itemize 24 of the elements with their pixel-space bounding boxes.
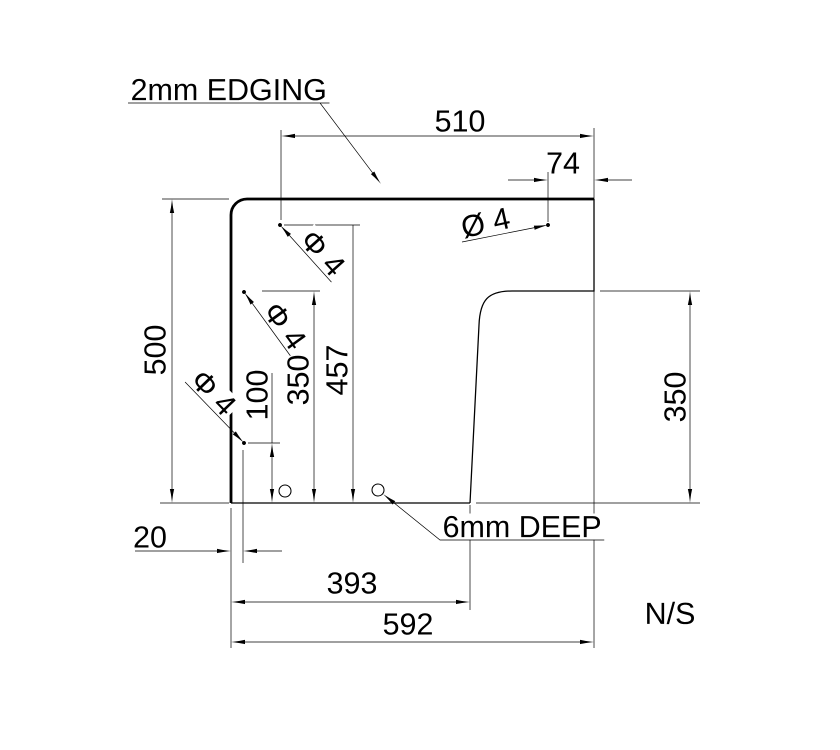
note-text: N/S xyxy=(647,602,694,624)
leader-line xyxy=(128,102,380,182)
dimension-label: 350 xyxy=(287,356,309,404)
leader-line xyxy=(246,294,291,356)
dimension-label: 20 xyxy=(134,526,166,548)
dimension-label: 100 xyxy=(246,370,268,418)
callout-text: Ø 4 xyxy=(456,203,515,242)
callout-text: Φ 4 xyxy=(185,364,242,422)
dimension-label: 457 xyxy=(326,346,348,395)
leader-line xyxy=(184,382,242,441)
dimension-label: 350 xyxy=(664,372,686,422)
callout-text: Φ 4 xyxy=(295,224,351,282)
dimension-label: 592 xyxy=(384,613,432,635)
callout-text: 6mm DEEP xyxy=(440,514,604,540)
callout-text: Φ 4 xyxy=(258,296,312,356)
dimension-label: 500 xyxy=(144,326,166,374)
leader-line xyxy=(385,496,605,540)
callout-text: 2mm EDGING xyxy=(128,76,330,103)
hole-circle xyxy=(371,483,385,497)
dimension-label: 393 xyxy=(328,572,376,594)
leader-line xyxy=(282,227,332,282)
leader-line xyxy=(462,225,545,242)
dimension-label: 74 xyxy=(548,152,580,174)
dimension-label: 510 xyxy=(436,110,484,132)
